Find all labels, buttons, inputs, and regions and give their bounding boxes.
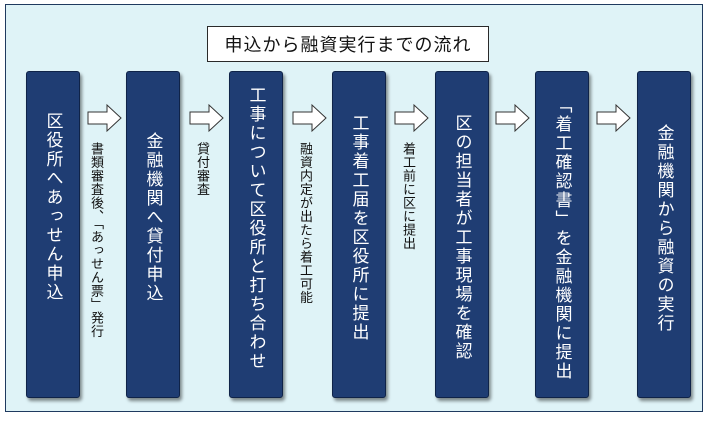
- step-7: 金融機関から融資の実行: [637, 71, 691, 398]
- right-arrow-icon: [292, 103, 327, 133]
- step-7-label: 金融機関から融資の実行: [653, 124, 674, 333]
- step-4: 工事着工届を区役所に提出: [332, 71, 386, 398]
- right-arrow-icon: [495, 103, 530, 133]
- step-6-label: 「着工確認書」を金融機関に提出: [551, 96, 572, 381]
- right-arrow-icon: [596, 103, 631, 133]
- step-1-label: 区役所へあっせん申込: [42, 112, 63, 302]
- note-4: 着工前に区に提出: [400, 142, 415, 250]
- step-5: 区の担当者が工事現場を確認: [435, 71, 489, 398]
- right-arrow-icon: [189, 103, 224, 133]
- note-3: 融資内定が出たら着工可能: [297, 142, 312, 304]
- step-5-label: 区の担当者が工事現場を確認: [451, 114, 472, 361]
- step-3-label: 工事について区役所と打ち合わせ: [245, 86, 266, 371]
- note-2: 貸付審査: [194, 142, 209, 196]
- step-2: 金融機関へ貸付申込: [126, 71, 180, 398]
- right-arrow-icon: [394, 103, 429, 133]
- step-2-label: 金融機関へ貸付申込: [142, 132, 163, 303]
- step-1: 区役所へあっせん申込: [26, 71, 80, 398]
- right-arrow-icon: [87, 103, 122, 133]
- diagram-title: 申込から融資実行までの流れ: [207, 26, 489, 62]
- step-3: 工事について区役所と打ち合わせ: [229, 71, 283, 398]
- step-4-label: 工事着工届を区役所に提出: [348, 114, 369, 342]
- step-6: 「着工確認書」を金融機関に提出: [535, 71, 589, 398]
- note-1: 書類審査後、「あっせん票」発行: [88, 142, 103, 338]
